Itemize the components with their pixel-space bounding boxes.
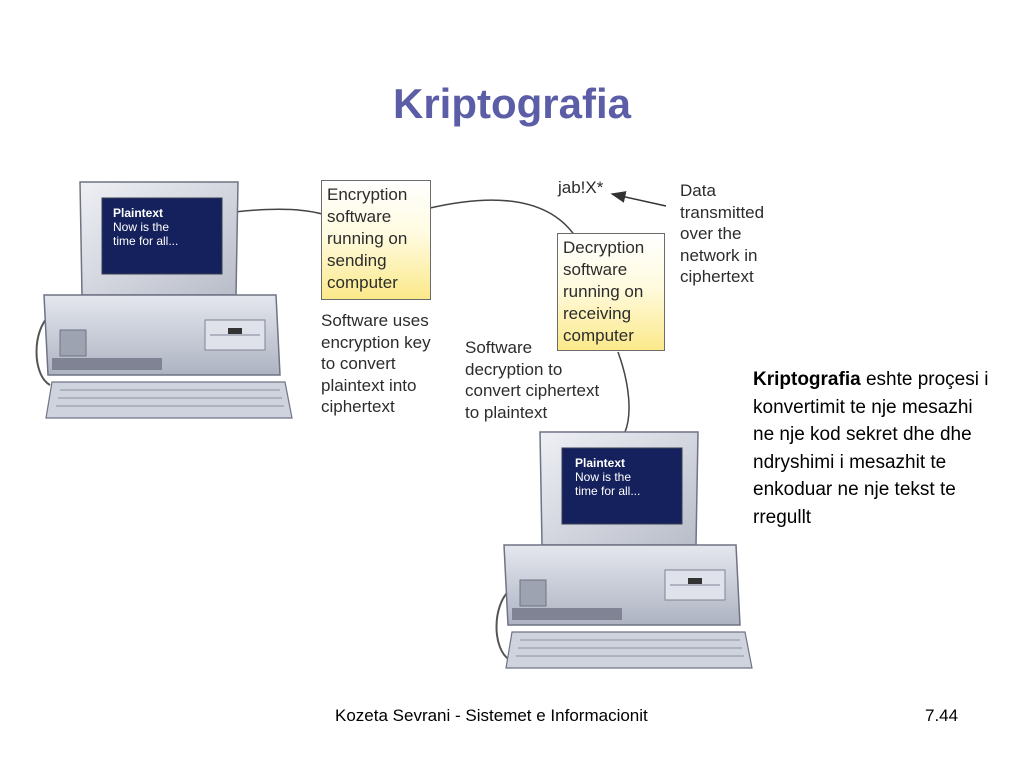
encryption-box-line: running on (327, 229, 408, 248)
definition-text: Kriptografia eshte proçesi i konvertimit… (753, 366, 993, 531)
page-number: 7.44 (925, 706, 959, 725)
decryption-note-line: to plaintext (465, 402, 548, 422)
network-arrow (610, 191, 667, 207)
ciphertext-label: jab!X* (558, 178, 604, 197)
sender-screen-line: time for all... (113, 234, 179, 248)
encryption-software-box: Encryption software running on sending c… (321, 180, 431, 300)
receiver-screen-text: Plaintext Now is the time for all... (575, 456, 640, 498)
encryption-note-line: encryption key (321, 332, 431, 352)
network-note-line: network in (680, 245, 758, 265)
decryption-note-line: convert ciphertext (465, 381, 600, 400)
receiver-screen-line: time for all... (575, 484, 641, 498)
encryption-note-line: plaintext into (321, 375, 417, 395)
network-note-line: transmitted (680, 202, 765, 222)
footer-author: Kozeta Sevrani - Sistemet e Informacioni… (335, 706, 648, 725)
cable-encryption-to-decryption (429, 199, 576, 237)
encryption-note-line: Software uses (321, 311, 429, 330)
decryption-software-box: Decryption software running on receiving… (557, 233, 665, 351)
definition-term: Kriptografia (753, 369, 861, 390)
encryption-box-line: computer (327, 273, 398, 292)
receiver-screen-heading: Plaintext (575, 456, 626, 470)
decryption-box-line: receiving (563, 304, 632, 323)
sender-screen-heading: Plaintext (113, 206, 164, 220)
decryption-box-line: Decryption (563, 238, 645, 257)
network-note-line: over the (680, 224, 742, 243)
decryption-box-line: computer (563, 326, 634, 345)
receiver-computer (495, 431, 753, 669)
network-note: Data transmitted over the network in cip… (680, 180, 764, 288)
receiver-screen-line: Now is the (575, 470, 632, 484)
network-note-line: ciphertext (680, 267, 754, 286)
cable-sender-to-encryption (234, 208, 323, 215)
definition-body: eshte proçesi i konvertimit te nje mesaz… (753, 369, 989, 528)
encryption-note-line: ciphertext (321, 397, 395, 416)
encryption-note-line: to convert (321, 354, 396, 373)
decryption-note-line: Software (465, 338, 533, 357)
encryption-note: Software uses encryption key to convert … (321, 310, 431, 418)
slide-title: Kriptografia (392, 80, 631, 127)
sender-computer (35, 181, 293, 419)
network-note-line: Data (680, 181, 716, 200)
sender-screen-line: Now is the (113, 220, 170, 234)
encryption-box-line: sending (327, 251, 387, 270)
diagram-graphics (35, 181, 753, 669)
decryption-note-line: decryption to (465, 359, 563, 379)
decryption-box-line: software (563, 260, 628, 279)
encryption-box-line: Encryption (327, 185, 408, 204)
encryption-diagram: Plaintext Now is the time for all... Pla… (30, 170, 790, 680)
sender-screen-text: Plaintext Now is the time for all... (113, 206, 178, 248)
decryption-note: Software decryption to convert ciphertex… (465, 337, 599, 423)
encryption-box-line: software (327, 207, 392, 226)
cable-decryption-to-receiver (617, 351, 630, 433)
decryption-box-line: running on (563, 282, 644, 301)
